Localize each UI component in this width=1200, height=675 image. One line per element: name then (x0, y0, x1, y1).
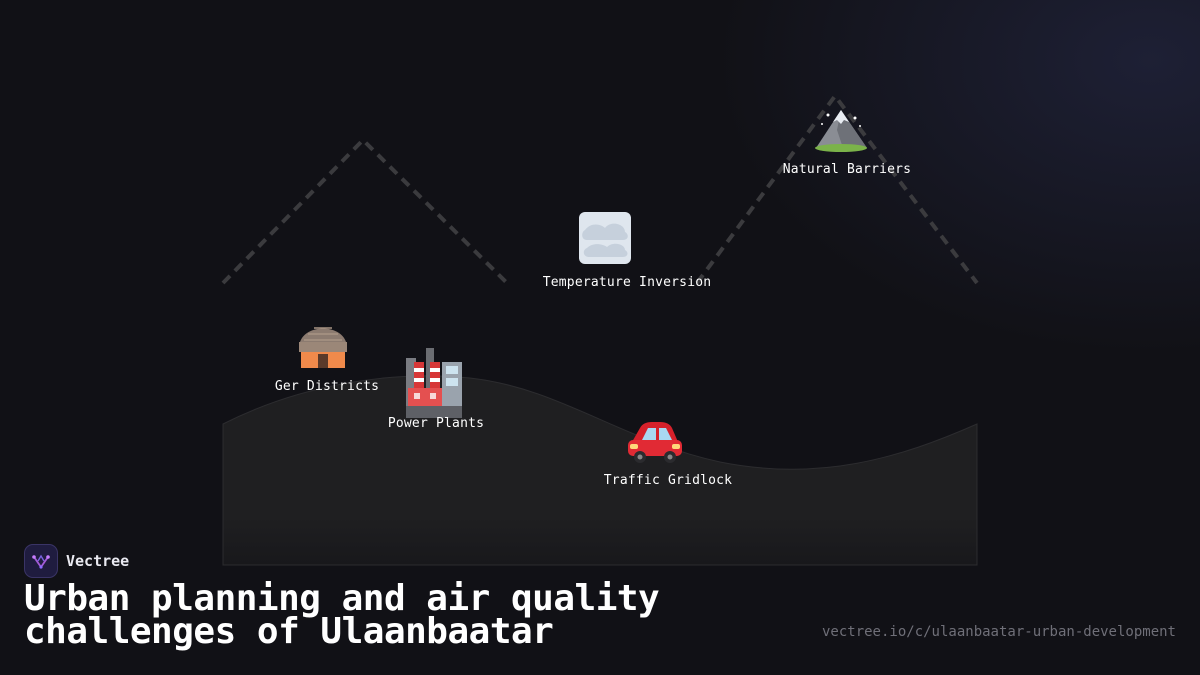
factory-icon (406, 348, 462, 418)
car-icon (628, 422, 682, 463)
ger-districts-label: Ger Districts (274, 379, 380, 394)
brand-name: Vectree (66, 552, 130, 570)
natural-barriers-label: Natural Barriers (782, 162, 912, 177)
source-url[interactable]: vectree.io/c/ulaanbaatar-urban-developme… (821, 624, 1176, 640)
traffic-gridlock-label: Traffic Gridlock (603, 473, 733, 488)
hut-icon (299, 327, 347, 368)
right-mountain-ridge (695, 92, 979, 285)
vectree-logo-icon (24, 544, 58, 578)
fog-icon (579, 212, 631, 264)
brand[interactable]: Vectree (24, 544, 129, 578)
temperature-inversion-label: Temperature Inversion (542, 275, 712, 290)
mountain-icon (815, 110, 867, 152)
valley-ground (222, 375, 978, 566)
page-title: Urban planning and air quality challenge… (24, 578, 660, 652)
power-plants-label: Power Plants (387, 416, 485, 431)
left-mountain-ridge (221, 137, 509, 285)
